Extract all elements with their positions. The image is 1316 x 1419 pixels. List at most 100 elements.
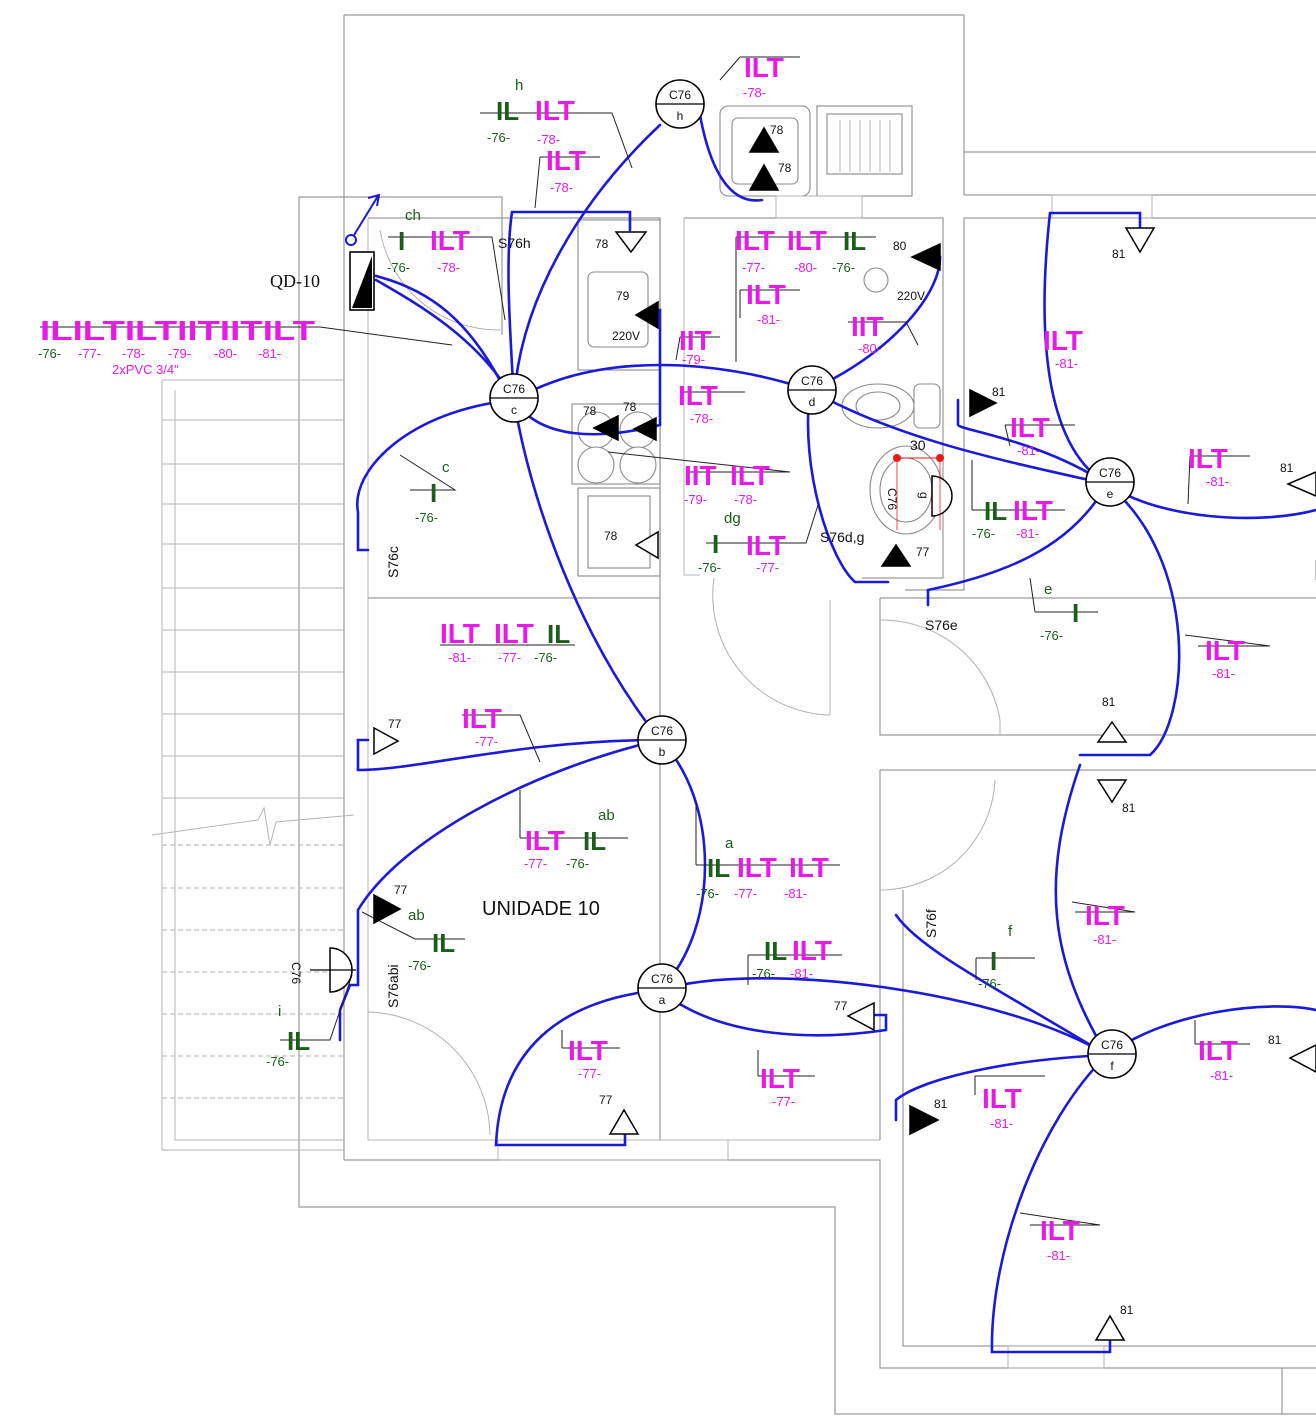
bundle-num-76: -76- — [38, 346, 61, 361]
luminaire-circuit: C76 — [669, 88, 691, 102]
panel-label: QD-10 — [270, 271, 320, 291]
luminaire-circuit: C76 — [1099, 466, 1121, 480]
luminaire-f[interactable]: C76 f — [1087, 1029, 1137, 1079]
conductor-tag: -76- — [752, 966, 775, 981]
luminaire-circuit: C76 — [503, 382, 525, 396]
outlet-label: 77 — [388, 717, 402, 731]
conductor-tag: ILT — [1010, 412, 1050, 443]
outlet-78-kitchen-top[interactable]: 78 — [595, 231, 648, 254]
outlet-78-laundry-1[interactable]: 78 — [748, 123, 784, 153]
conductor-tag: a — [725, 835, 734, 852]
distribution-panel[interactable]: QD-10 — [270, 193, 381, 311]
wall-lamp-g[interactable]: C76 g — [885, 454, 953, 530]
conductor-tag: I — [398, 226, 405, 256]
conductor-tag: ILT — [789, 852, 829, 883]
outlet-label: 78 — [623, 400, 637, 414]
conductor-tag: -77- — [475, 734, 498, 749]
luminaire-c[interactable]: C76 c — [489, 373, 539, 423]
outlet-78-laundry-2[interactable]: 78 — [748, 161, 792, 191]
outlet-81-bed1-c[interactable]: 81 — [1280, 461, 1316, 497]
outlet-78-fridge[interactable]: 78 — [604, 529, 659, 560]
conductor-tag: ch — [405, 207, 421, 224]
outlet-77-living-1[interactable]: 77 — [373, 717, 402, 756]
wall-lamp-label: g — [917, 492, 931, 499]
outlet-77-bath[interactable]: 77 — [880, 543, 930, 567]
conductor-tag: dg — [724, 510, 741, 527]
outlet-label: 79 — [616, 289, 630, 303]
conductor-tag: ILT — [1043, 325, 1083, 356]
conductor-tag: ILT — [546, 145, 586, 176]
switch-s76h: S76h — [498, 235, 531, 251]
luminaire-a[interactable]: C76 a — [637, 963, 687, 1013]
outlet-81-bed2-a[interactable]: 81 — [909, 1097, 948, 1136]
conductor-tag: ILT — [494, 618, 534, 649]
outlet-label: 81 — [1120, 1303, 1134, 1317]
outlet-78-stove-2[interactable]: 78 — [623, 400, 657, 442]
bundle-num-77: -77- — [78, 346, 101, 361]
outlet-81-bed1-a[interactable]: 81 — [969, 385, 1006, 418]
conductor-tag: ILT — [746, 279, 786, 310]
conductor-tag: -76- — [387, 260, 410, 275]
conductor-tag: -77- — [734, 886, 757, 901]
outlet-78-stove-1[interactable]: 78 — [583, 404, 619, 442]
conductor-tag: ILT — [982, 1083, 1022, 1114]
switch-s76f: S76f — [923, 909, 939, 938]
outlet-81-bed2-c[interactable]: 81 — [1094, 1303, 1134, 1341]
luminaire-label: f — [1110, 1059, 1114, 1073]
conductor-tag: ILT — [1205, 635, 1245, 666]
conductor-tag: -77- — [498, 650, 521, 665]
conductor-tag: e — [1044, 581, 1052, 598]
conductor-tag: -76- — [832, 260, 855, 275]
luminaire-label: a — [659, 993, 666, 1007]
conductor-tag: -79- — [684, 492, 707, 507]
conductor-tag: IL — [984, 496, 1007, 526]
outlet-label: 77 — [834, 999, 848, 1013]
side-lamp-i[interactable]: C76 — [289, 947, 356, 993]
conductor-tag: ILT — [1198, 1035, 1238, 1066]
switch-s76e: S76e — [925, 617, 958, 633]
conductor-tag: ILT — [535, 95, 575, 126]
luminaire-label: d — [809, 395, 816, 409]
outlet-81-bed2-b[interactable]: 81 — [1268, 1033, 1316, 1073]
conductor-tag: -76- — [696, 886, 719, 901]
switch-s76dg: S76d,g — [820, 529, 864, 545]
outlet-label: 78 — [595, 237, 609, 251]
luminaire-e[interactable]: C76 e — [1085, 457, 1135, 507]
conductor-tag: -76- — [487, 130, 510, 145]
outlet-77-living-2[interactable]: 77 — [373, 883, 408, 925]
luminaire-b[interactable]: C76 b — [637, 715, 687, 765]
luminaire-label: c — [511, 403, 517, 417]
outlet-81-hall-down[interactable]: 81 — [1096, 779, 1136, 815]
conductor-tag: IL — [583, 826, 606, 856]
conductor-tag: ILT — [730, 460, 770, 491]
conductor-tag: ILT — [1013, 495, 1053, 526]
luminaire-label: e — [1107, 487, 1114, 501]
conductor-tag: -76- — [1040, 628, 1063, 643]
switch-labels: S76h S76c S76d,g S76e S76f S76abi — [385, 235, 958, 1008]
conductor-tag: I — [712, 529, 719, 559]
conductor-tag: ILT — [787, 225, 827, 256]
outlet-81-bed1-b[interactable]: 81 — [1112, 227, 1156, 261]
conductor-tag: IL — [432, 928, 455, 958]
conductor-tag: ILT — [462, 703, 502, 734]
luminaire-h[interactable]: C76 h — [655, 79, 705, 129]
conductor-tag: ILT — [430, 225, 470, 256]
luminaire-d[interactable]: C76 d — [787, 365, 837, 415]
luminaire-label: h — [677, 109, 684, 123]
outlet-label: 78 — [583, 404, 597, 418]
conductor-tag: ILT — [760, 1063, 800, 1094]
conductor-tag: -77- — [756, 560, 779, 575]
outlet-77-living-4[interactable]: 77 — [599, 1093, 640, 1135]
outlet-label: 77 — [916, 545, 930, 559]
outlet-77-living-3[interactable]: 77 — [834, 999, 875, 1032]
height-30: 30 — [910, 437, 926, 453]
outlet-label: 81 — [934, 1097, 948, 1111]
outlet-label: 81 — [1268, 1033, 1282, 1047]
conductor-tag: IL — [764, 936, 787, 966]
side-lamp-circuit: C76 — [289, 962, 303, 984]
outlet-81-hall-up[interactable]: 81 — [1096, 695, 1128, 743]
conductor-tag: I — [430, 478, 437, 508]
